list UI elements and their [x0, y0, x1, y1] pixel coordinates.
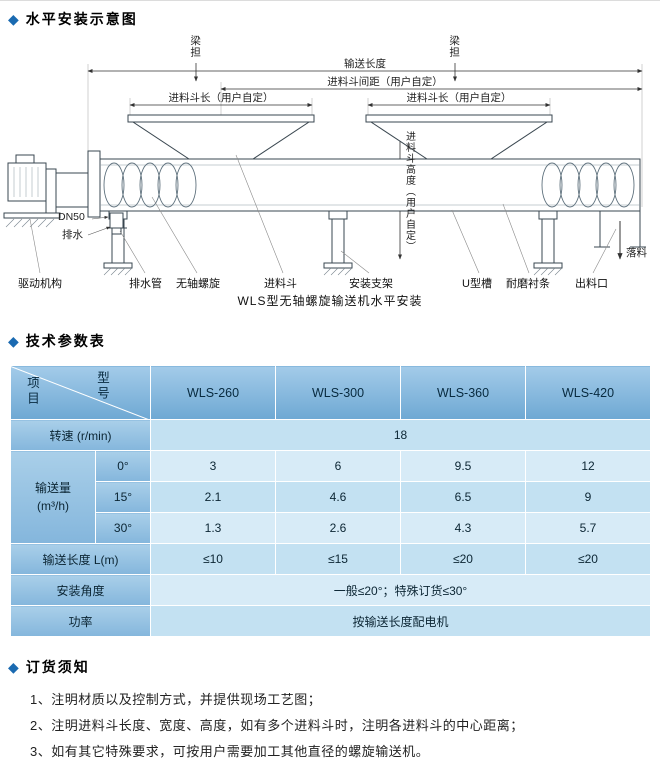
diamond-icon: ◆ [8, 659, 19, 675]
model-header: WLS-360 [400, 365, 526, 420]
notes-section-title: ◆ 订货须知 [0, 655, 660, 679]
dim-total-length: 输送长度 [344, 58, 386, 70]
drain-label: 排水 [62, 229, 83, 241]
cell-length: ≤20 [400, 543, 526, 575]
corner-item-label: 项目 [25, 376, 39, 407]
cell-capacity: 2.1 [150, 481, 276, 513]
cell-capacity: 2.6 [275, 512, 401, 544]
diagram-caption: WLS型无轴螺旋输送机水平安装 [237, 294, 423, 308]
angle-sublabel: 0° [95, 450, 151, 482]
model-header: WLS-420 [525, 365, 651, 420]
model-header: WLS-300 [275, 365, 401, 420]
beam-label: 梁担 [448, 35, 461, 58]
note-line-3: 3、如有其它特殊要求，可按用户需要加工其他直径的螺旋输送机。 [30, 744, 430, 759]
corner-model-label: 型号 [95, 371, 109, 402]
part-label-bracket: 安装支架 [349, 278, 393, 290]
cell-capacity: 6 [275, 450, 401, 482]
cell-length: ≤20 [525, 543, 651, 575]
falling-material-label: 落料 [626, 247, 647, 259]
cell-capacity: 1.3 [150, 512, 276, 544]
capacity-label-line1: 输送量 [34, 481, 71, 495]
row-label-angle: 安装角度 [10, 574, 151, 606]
installation-diagram: 梁担 梁担 输送长度 进料斗间距（用户自定） 进料斗长（用户自定） 进料斗长（用… [0, 31, 660, 319]
angle-sublabel: 30° [95, 512, 151, 544]
section-title-text: 水平安装示意图 [25, 11, 138, 27]
beam-label: 梁担 [189, 35, 202, 58]
part-label-drive: 驱动机构 [18, 278, 62, 290]
row-label-speed: 转速 (r/min) [10, 419, 151, 451]
ordering-notes: 1、注明材质以及控制方式，并提供现场工艺图； 2、注明进料斗长度、宽度、高度，如… [30, 687, 660, 765]
note-line-1: 1、注明材质以及控制方式，并提供现场工艺图； [30, 692, 322, 707]
conveyor-drawing [3, 63, 646, 276]
cell-capacity: 12 [525, 450, 651, 482]
part-label-liner: 耐磨衬条 [506, 278, 550, 290]
cell-length: ≤10 [150, 543, 276, 575]
cell-power-value: 按输送长度配电机 [150, 605, 651, 637]
section-title-text: 技术参数表 [25, 333, 106, 349]
angle-sublabel: 15° [95, 481, 151, 513]
parameters-table: 型号 项目 WLS-260 WLS-300 WLS-360 WLS-420 转速… [10, 365, 651, 637]
cell-capacity: 6.5 [400, 481, 526, 513]
dim-hopper-length: 进料斗长（用户自定） [406, 92, 512, 104]
corner-cell: 型号 项目 [10, 365, 151, 420]
row-label-length: 输送长度 L(m) [10, 543, 151, 575]
cell-capacity: 9.5 [400, 450, 526, 482]
dim-hopper-spacing: 进料斗间距（用户自定） [327, 76, 443, 88]
cell-capacity: 4.6 [275, 481, 401, 513]
section-title-text: 订货须知 [25, 659, 90, 675]
cell-capacity: 5.7 [525, 512, 651, 544]
cell-capacity: 3 [150, 450, 276, 482]
diamond-icon: ◆ [8, 333, 19, 349]
cell-angle-value: 一般≤20°；特殊订货≤30° [150, 574, 651, 606]
diamond-icon: ◆ [8, 11, 19, 27]
diagram-section-title: ◆ 水平安装示意图 [0, 7, 660, 31]
cell-capacity: 4.3 [400, 512, 526, 544]
cell-capacity: 9 [525, 481, 651, 513]
dn50-label: DN50 [58, 211, 85, 223]
part-label-screw: 无轴螺旋 [176, 278, 220, 290]
part-label-hopper: 进料斗 [264, 278, 297, 290]
note-line-2: 2、注明进料斗长度、宽度、高度，如有多个进料斗时，注明各进料斗的中心距离； [30, 718, 524, 733]
part-label-utrough: U型槽 [462, 278, 492, 290]
part-label-drainpipe: 排水管 [129, 278, 162, 290]
row-label-power: 功率 [10, 605, 151, 637]
part-label-outlet: 出料口 [575, 278, 608, 290]
dim-hopper-length: 进料斗长（用户自定） [168, 92, 274, 104]
row-label-capacity: 输送量 (m³/h) [10, 450, 96, 544]
cell-speed-value: 18 [150, 419, 651, 451]
capacity-label-line2: (m³/h) [37, 499, 69, 513]
dim-hopper-height: 进料斗高度（用户自定） [403, 131, 415, 252]
model-header: WLS-260 [150, 365, 276, 420]
table-section-title: ◆ 技术参数表 [0, 329, 660, 353]
cell-length: ≤15 [275, 543, 401, 575]
